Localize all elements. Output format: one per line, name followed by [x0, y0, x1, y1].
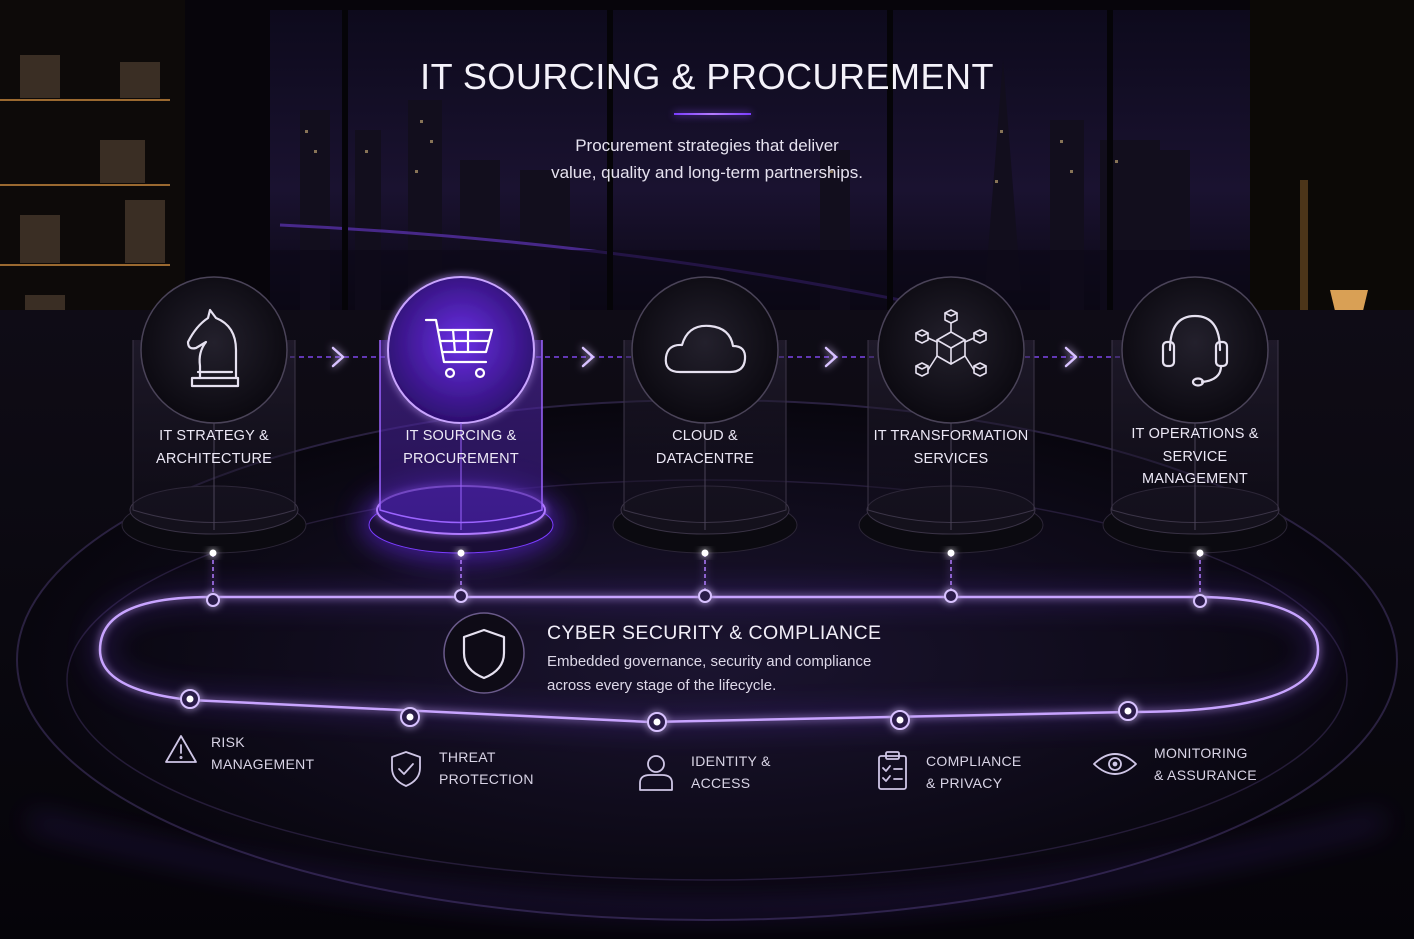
arrow-right-icon	[331, 346, 345, 368]
step-label-sourcing[interactable]: IT SOURCING & PROCUREMENT	[366, 425, 556, 470]
cyber-desc-line: across every stage of the lifecycle.	[547, 677, 777, 694]
cube-network-icon	[915, 309, 987, 377]
pillar-label-line: & PRIVACY	[926, 775, 1003, 791]
step-label-line: CLOUD &	[672, 428, 738, 444]
step-label-line: DATACENTRE	[655, 450, 755, 467]
pillar-identity-access[interactable]: IDENTITY & ACCESS	[691, 750, 771, 794]
shopping-cart-icon	[424, 318, 494, 379]
step-label-line: IT STRATEGY &	[159, 428, 269, 444]
page-subtitle: Procurement strategies that deliver valu…	[0, 132, 1414, 186]
step-label-line: MANAGEMENT	[1142, 471, 1248, 487]
step-label-line: ARCHITECTURE	[156, 450, 272, 467]
step-pod-3[interactable]	[612, 276, 798, 554]
pillar-label-line: & ASSURANCE	[1154, 767, 1257, 783]
shield-icon	[462, 628, 506, 680]
subtitle-line: value, quality and long-term partnership…	[551, 163, 863, 182]
cloud-icon	[664, 324, 747, 374]
subtitle-line: Procurement strategies that deliver	[575, 136, 839, 155]
shield-check-icon	[391, 751, 421, 787]
pillar-compliance-privacy[interactable]: COMPLIANCE & PRIVACY	[926, 750, 1022, 794]
cyber-security-title: CYBER SECURITY & COMPLIANCE	[547, 622, 882, 644]
pillar-label-line: MONITORING	[1154, 745, 1248, 761]
pillar-label-line: COMPLIANCE	[926, 753, 1022, 769]
cyber-desc-line: Embedded governance, security and compli…	[547, 653, 872, 670]
pillar-label-line: THREAT	[439, 749, 496, 765]
pillar-label-line: ACCESS	[691, 775, 751, 791]
step-label-cloud[interactable]: CLOUD & DATACENTRE	[610, 425, 800, 470]
user-icon	[639, 755, 673, 791]
lifecycle-ring	[98, 595, 1320, 724]
clipboard-check-icon	[878, 751, 907, 790]
chess-knight-icon	[186, 308, 240, 388]
step-pod-1[interactable]	[121, 276, 307, 554]
cyber-security-description: Embedded governance, security and compli…	[547, 650, 871, 698]
pillar-label-line: PROTECTION	[439, 771, 534, 787]
step-label-line: SERVICE	[1162, 448, 1228, 465]
pillar-monitoring-assurance[interactable]: MONITORING & ASSURANCE	[1154, 742, 1257, 786]
step-label-line: IT TRANSFORMATION	[873, 428, 1029, 444]
page-title: IT SOURCING & PROCUREMENT	[420, 56, 994, 97]
pillar-threat-protection[interactable]: THREAT PROTECTION	[439, 746, 534, 790]
arrow-right-icon	[581, 346, 595, 368]
arrow-right-icon	[824, 346, 838, 368]
step-label-transformation[interactable]: IT TRANSFORMATION SERVICES	[856, 425, 1046, 470]
cyber-shield-emblem	[443, 612, 525, 694]
eye-icon	[1093, 753, 1137, 775]
step-label-line: IT OPERATIONS &	[1131, 426, 1259, 442]
pillar-label-line: IDENTITY &	[691, 753, 771, 769]
pillar-label-line: RISK	[211, 734, 245, 750]
title-underline	[674, 113, 751, 115]
step-pod-4[interactable]	[858, 276, 1044, 554]
step-label-line: PROCUREMENT	[403, 450, 519, 467]
step-pod-2[interactable]	[361, 276, 561, 562]
step-label-line: SERVICES	[913, 450, 989, 467]
arrow-right-icon	[1064, 346, 1078, 368]
pillar-risk-management[interactable]: RISK MANAGEMENT	[211, 731, 314, 775]
step-label-strategy[interactable]: IT STRATEGY & ARCHITECTURE	[119, 425, 309, 470]
warning-icon	[165, 735, 197, 763]
step-pod-5[interactable]	[1102, 276, 1288, 554]
step-label-line: IT SOURCING &	[405, 428, 517, 444]
step-label-operations[interactable]: IT OPERATIONS & SERVICE MANAGEMENT	[1100, 423, 1290, 491]
pillar-label-line: MANAGEMENT	[211, 756, 315, 772]
headset-icon	[1161, 314, 1229, 387]
